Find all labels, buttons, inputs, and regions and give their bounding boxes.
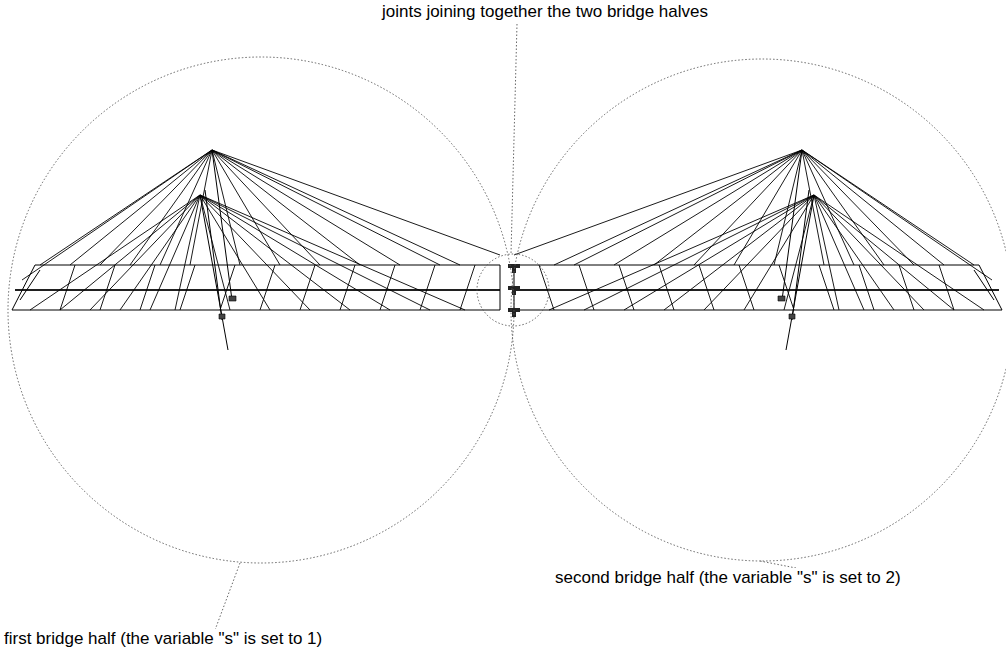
- second-bridge-half: [514, 150, 1002, 350]
- first-bridge-half: [12, 150, 500, 350]
- leader-lines: [215, 24, 796, 630]
- half-label: second bridge half (the variable "s" is …: [553, 568, 903, 588]
- joint-label: joints joining together the two bridge h…: [380, 2, 710, 22]
- group-circles: [8, 57, 1006, 563]
- half-label: first bridge half (the variable "s" is s…: [2, 629, 324, 649]
